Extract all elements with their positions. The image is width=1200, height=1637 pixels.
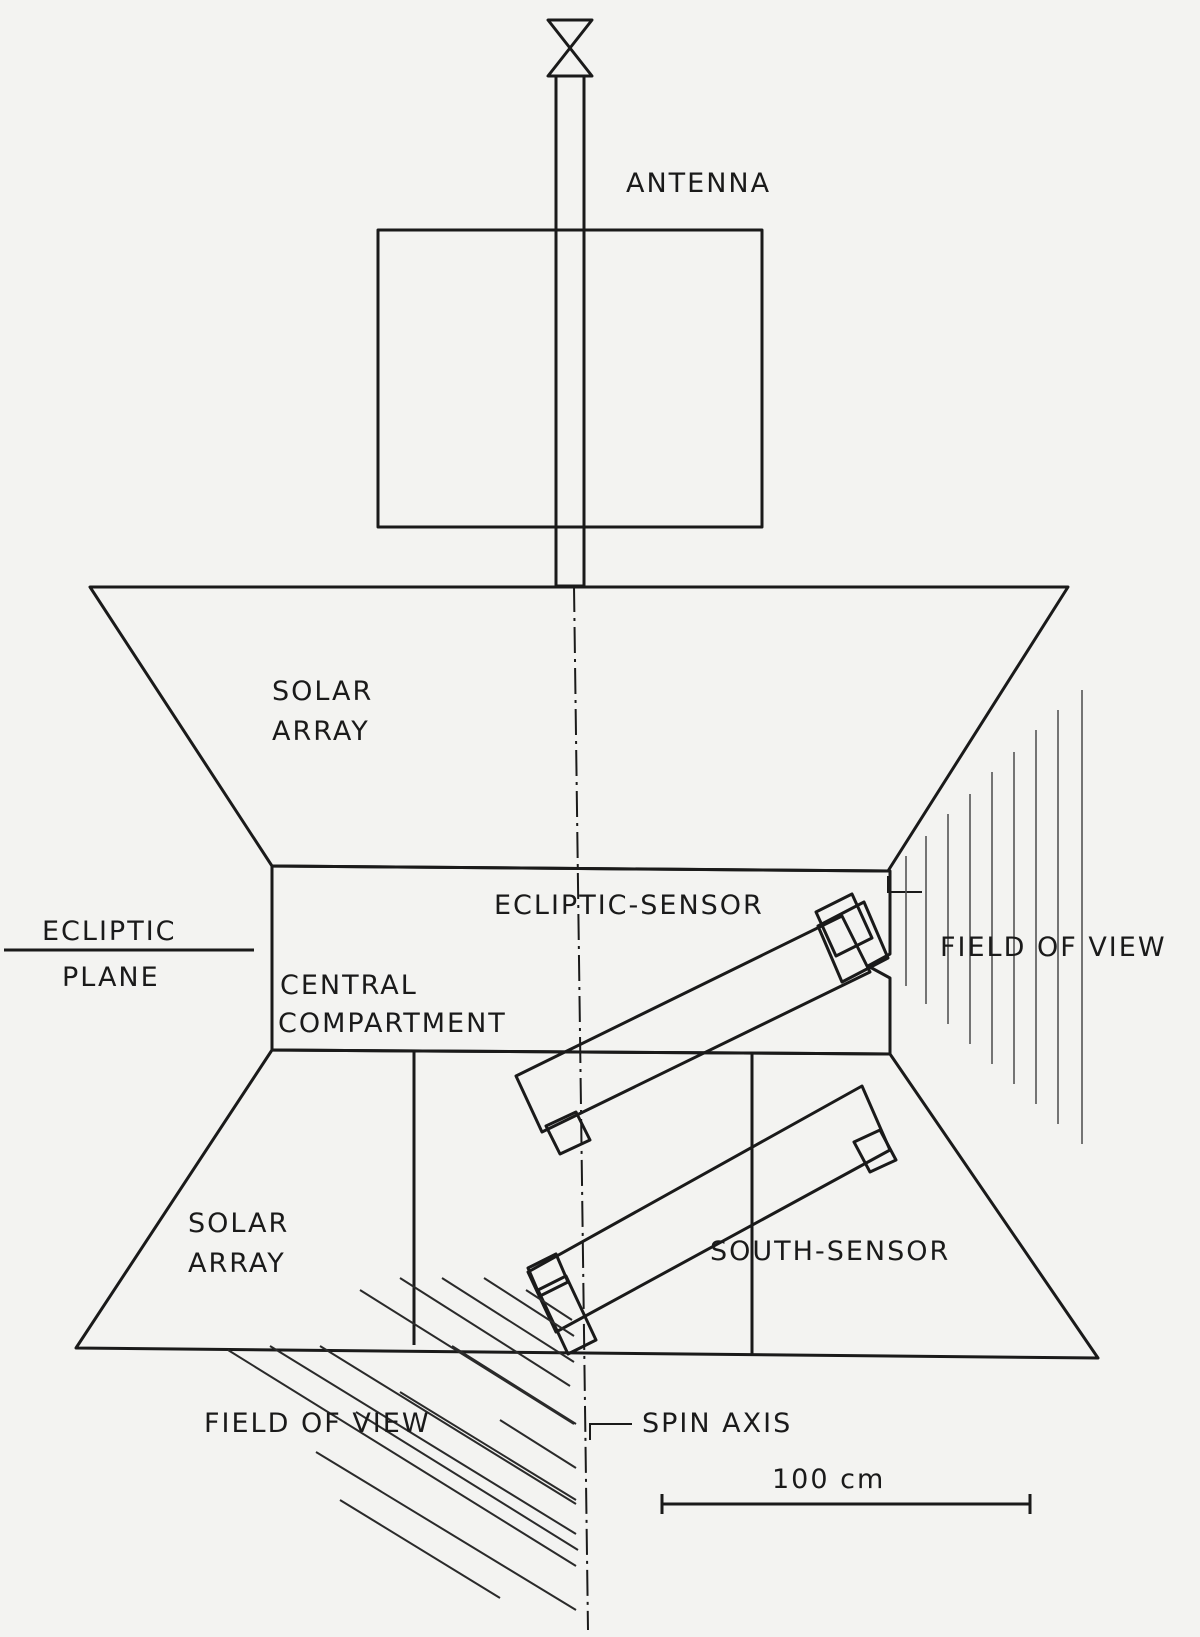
south-sensor-lens-cap	[526, 1252, 570, 1298]
spin-axis-label: SPIN AXIS	[642, 1408, 792, 1439]
lower-solar-array	[74, 1048, 1100, 1360]
antenna-tip-upper	[546, 18, 594, 50]
central-compartment-label-1: CENTRAL	[280, 970, 418, 1001]
scale-label: 100 cm	[772, 1464, 885, 1495]
scale-bar	[660, 1494, 1032, 1514]
field-of-view-bottom	[227, 1277, 579, 1611]
ecliptic-sensor	[514, 892, 890, 1156]
upper-solar-array-label-2: ARRAY	[272, 716, 370, 747]
spin-axis-line	[573, 585, 589, 1631]
field-of-view-right	[905, 690, 1083, 1144]
antenna	[376, 18, 764, 588]
antenna-label: ANTENNA	[626, 168, 771, 199]
field-of-view-bottom-label: FIELD OF VIEW	[204, 1408, 431, 1439]
south-sensor-label: SOUTH-SENSOR	[710, 1236, 950, 1267]
antenna-tip-lower	[546, 46, 594, 78]
antenna-box	[376, 228, 764, 529]
south-sensor-end-cap	[852, 1128, 898, 1174]
lower-solar-array-label-1: SOLAR	[188, 1208, 289, 1239]
field-of-view-right-label: FIELD OF VIEW	[940, 932, 1167, 963]
ecliptic-sensor-end-cap	[544, 1110, 592, 1156]
central-compartment-label-2: COMPARTMENT	[278, 1008, 507, 1039]
ecliptic-plane-label-1: ECLIPTIC	[42, 916, 177, 947]
ecliptic-sensor-label: ECLIPTIC-SENSOR	[494, 890, 764, 921]
upper-solar-array-label-1: SOLAR	[272, 676, 373, 707]
lower-solar-array-label-2: ARRAY	[188, 1248, 286, 1279]
south-sensor-lens	[536, 1274, 598, 1356]
ecliptic-sensor-body	[514, 914, 872, 1134]
ecliptic-plane-label-2: PLANE	[62, 962, 160, 993]
spin-axis-pointer	[589, 1423, 632, 1440]
ecliptic-sensor-pointer	[887, 876, 922, 893]
south-sensor	[526, 1084, 898, 1356]
antenna-mast	[554, 74, 586, 588]
ecliptic-sensor-lens	[816, 900, 890, 984]
ecliptic-sensor-lens-cap	[814, 892, 874, 958]
upper-solar-array	[88, 585, 1070, 873]
